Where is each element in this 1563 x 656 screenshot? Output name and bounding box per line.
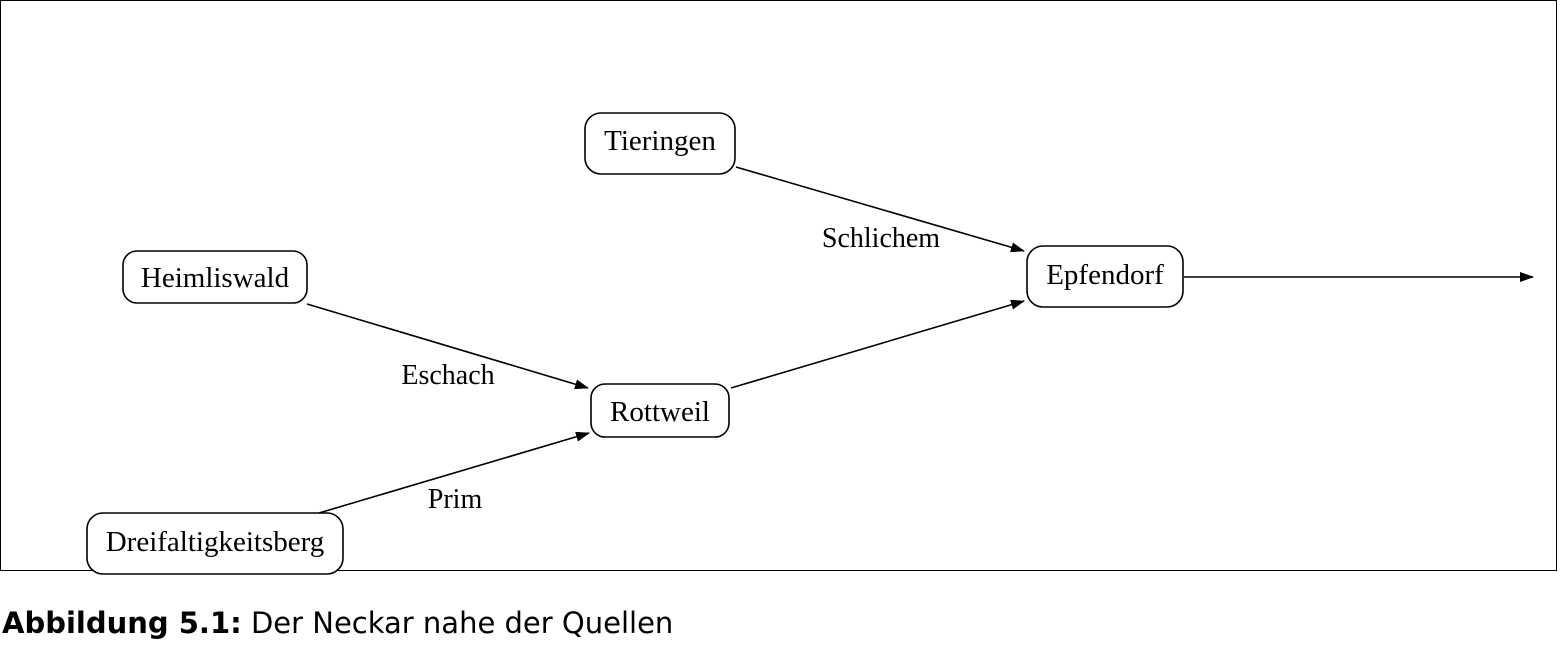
node-epfendorf: Epfendorf bbox=[1026, 245, 1184, 308]
node-box-rottweil bbox=[590, 383, 730, 438]
node-rottweil: Rottweil bbox=[590, 383, 730, 438]
figure-frame: Schlichem Eschach Prim Tieringen Heimlis… bbox=[0, 0, 1557, 575]
river-diagram: Schlichem Eschach Prim Tieringen Heimlis… bbox=[86, 112, 1534, 575]
node-label-epfendorf: Epfendorf bbox=[1046, 259, 1164, 291]
node-box-epfendorf bbox=[1026, 245, 1184, 308]
node-box-heimliswald bbox=[122, 250, 308, 304]
node-label-dreifaltigkeitsberg: Dreifaltigkeitsberg bbox=[106, 526, 325, 558]
node-label-heimliswald: Heimliswald bbox=[141, 262, 290, 294]
edge-prim: Prim bbox=[318, 431, 590, 515]
node-tieringen: Tieringen bbox=[584, 112, 736, 175]
node-dreifaltigkeitsberg: Dreifaltigkeitsberg bbox=[86, 512, 344, 575]
node-label-tieringen: Tieringen bbox=[604, 125, 716, 157]
edge-schlichem: Schlichem bbox=[735, 166, 1025, 254]
node-box-tieringen bbox=[584, 112, 736, 175]
edge-line-prim bbox=[318, 431, 590, 514]
edge-rottweil-epfendorf bbox=[730, 299, 1025, 389]
edge-label-schlichem: Schlichem bbox=[822, 223, 940, 254]
edge-label-eschach: Eschach bbox=[401, 360, 494, 391]
node-box-dreifaltigkeitsberg bbox=[86, 512, 344, 575]
node-label-rottweil: Rottweil bbox=[610, 396, 710, 428]
edge-line-rottweil-epfendorf bbox=[730, 299, 1025, 389]
edge-label-prim: Prim bbox=[428, 484, 483, 515]
node-heimliswald: Heimliswald bbox=[122, 250, 308, 304]
edge-line-schlichem bbox=[735, 166, 1025, 253]
edge-eschach: Eschach bbox=[306, 303, 589, 391]
caption-text: Der Neckar nahe der Quellen bbox=[250, 606, 674, 640]
caption-prefix: Abbildung 5.1: bbox=[2, 606, 242, 640]
figure-caption: Abbildung 5.1: Der Neckar nahe der Quell… bbox=[2, 606, 673, 640]
edge-line-eschach bbox=[306, 303, 589, 390]
